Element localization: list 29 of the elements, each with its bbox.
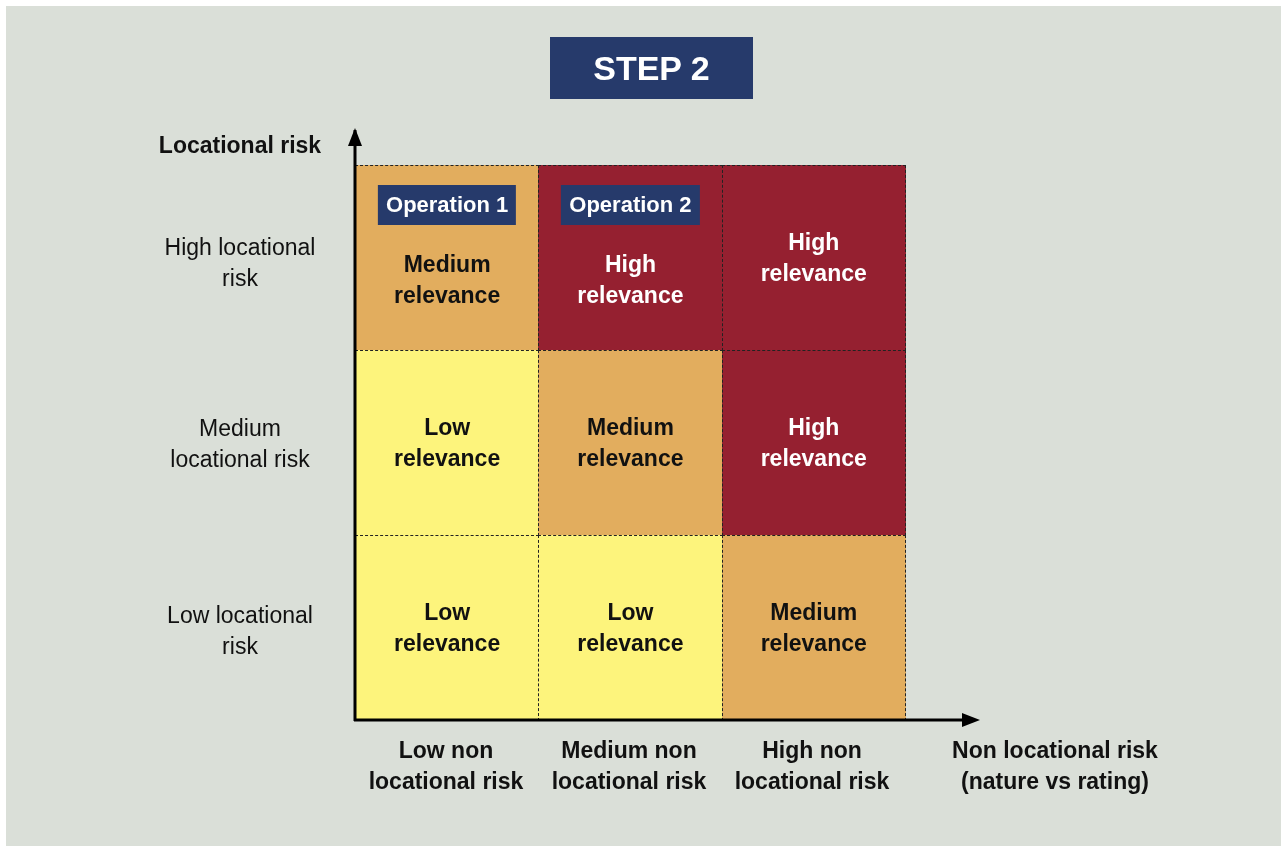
relevance-text: Medium relevance: [393, 249, 502, 310]
operation-tag: Operation 1: [378, 185, 517, 225]
matrix-cell: [721, 350, 906, 536]
relevance-text: High relevance: [576, 249, 685, 310]
axis-label: Low locational risk: [166, 601, 314, 662]
matrix-cell: [538, 165, 723, 351]
matrix-cell: [721, 535, 906, 721]
operation-tag: Operation 2: [561, 185, 700, 225]
matrix-cell: [538, 535, 723, 721]
relevance-text: Medium relevance: [759, 597, 868, 658]
relevance-text: Low relevance: [576, 597, 685, 658]
axis-label: Medium locational risk: [169, 414, 311, 475]
axis-label: Non locational risk (nature vs rating): [951, 736, 1159, 797]
matrix-cell: [538, 350, 723, 536]
axis-label: Low non locational risk: [367, 736, 525, 797]
relevance-text: Medium relevance: [576, 412, 685, 473]
matrix-cell: [355, 165, 540, 351]
relevance-text: Low relevance: [393, 597, 502, 658]
axis-label: High locational risk: [163, 233, 317, 294]
matrix-cell: [355, 350, 540, 536]
matrix-cell: [721, 165, 906, 351]
axis-label: High non locational risk: [733, 736, 891, 797]
relevance-text: High relevance: [759, 227, 868, 288]
title-banner: STEP 2: [550, 37, 753, 99]
relevance-text: Low relevance: [393, 412, 502, 473]
matrix-cell: [355, 535, 540, 721]
relevance-text: High relevance: [759, 412, 868, 473]
axis-label: Locational risk: [157, 131, 323, 160]
axis-label: Medium non locational risk: [550, 736, 708, 797]
